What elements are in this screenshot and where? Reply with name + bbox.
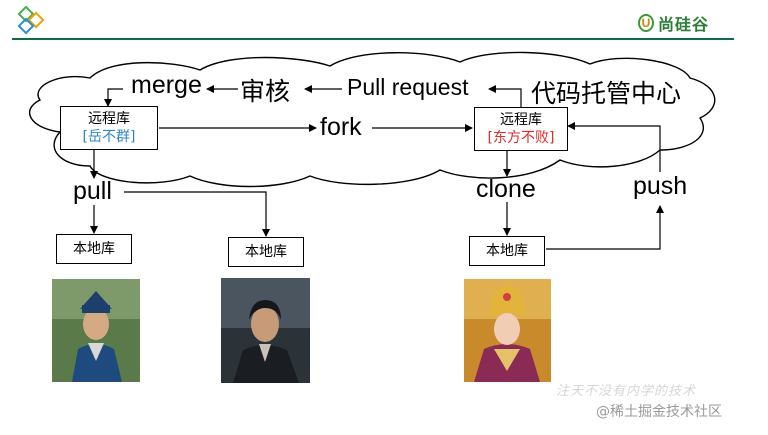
remote-repo-left-title: 远程库 <box>88 111 130 127</box>
review-label: 审核 <box>240 77 291 106</box>
arrow-right-repo-to-pullrequest <box>488 85 522 108</box>
push-label: push <box>633 172 688 200</box>
diamond-logo-icon <box>12 5 52 38</box>
local-repo-2: 本地库 <box>228 237 304 267</box>
cloud-label: 代码托管中心 <box>531 79 682 108</box>
brand-badge-icon: U <box>638 14 654 32</box>
remote-repo-right-owner: [东方不败] <box>487 130 555 146</box>
brand-text: 尚硅谷 <box>658 15 710 34</box>
cloud-shape <box>28 51 716 188</box>
local-repo-3: 本地库 <box>469 236 545 266</box>
pull-label: pull <box>73 177 112 205</box>
pull-request-label: Pull request <box>347 74 469 100</box>
remote-repo-right: 远程库 [东方不败] <box>474 107 568 151</box>
arrow-pull-to-local-2 <box>124 191 270 237</box>
remote-repo-left-owner: [岳不群] <box>82 129 136 145</box>
arrow-merge-to-left-repo <box>104 88 123 107</box>
faint-watermark: 注天不没有内学的技术 <box>556 384 697 399</box>
remote-repo-right-title: 远程库 <box>500 112 542 128</box>
arrow-push-to-right-repo <box>567 122 661 172</box>
photo-character-middle <box>221 278 310 383</box>
remote-repo-left: 远程库 [岳不群] <box>60 106 158 150</box>
fork-label: fork <box>320 113 362 141</box>
local-repo-1: 本地库 <box>56 234 132 264</box>
header-divider <box>12 38 734 40</box>
clone-label: clone <box>476 175 536 203</box>
photo-character-right <box>464 279 551 382</box>
site-watermark: @稀土掘金技术社区 <box>596 404 722 420</box>
brand-logo: U 尚硅谷 <box>638 12 709 34</box>
photo-character-left <box>52 279 140 382</box>
merge-label: merge <box>131 71 202 99</box>
arrow-local-to-push <box>546 205 664 250</box>
